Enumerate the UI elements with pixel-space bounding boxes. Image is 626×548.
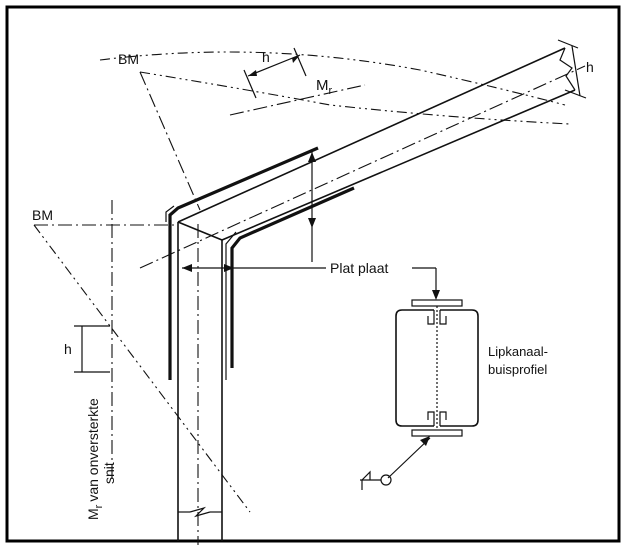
plat-plaat-callout: Plat plaat [182, 260, 440, 300]
bm-diagram-top: BM [99, 51, 571, 211]
plat-plaat-arrow-inner [224, 264, 234, 272]
h-top-label: h [262, 49, 270, 65]
h-top-arrow-left [248, 70, 257, 76]
mr-top-label: Mr [316, 77, 333, 97]
right-channel-lip-bottom [439, 411, 447, 426]
h-dimension-top: h Mr [243, 47, 333, 99]
right-channel-outer [440, 309, 479, 427]
outer-plate-lip [165, 205, 175, 222]
fillet-weld-icon [361, 470, 371, 481]
plate-height-arrow-down [308, 218, 316, 228]
rafter-bottom-edge [221, 89, 576, 241]
frame-border [5, 5, 621, 543]
left-channel-lip-bottom [427, 411, 435, 426]
plat-plaat-arrow-left [182, 264, 192, 272]
mr-top-reference [229, 84, 366, 116]
h-right-ext-bottom [564, 89, 587, 99]
bm-left-label: BM [32, 207, 53, 223]
lipkanaal-label-line1: Lipkanaal- [488, 344, 548, 359]
h-top-dim-line [247, 54, 301, 77]
reinforcement-plates [165, 146, 355, 380]
bm-top-left-line [139, 71, 201, 211]
left-channel-lip-top [427, 310, 435, 325]
h-dimension-left: h [64, 325, 110, 373]
outer-plate [168, 146, 319, 380]
knee-diagonal [177, 221, 223, 241]
mr-left-label-group: Mrvan onversterkte snit [85, 398, 117, 520]
plate-height-arrow [308, 152, 316, 262]
plat-plaat-label: Plat plaat [330, 260, 388, 276]
bottom-plate [411, 429, 463, 437]
bm-top-envelope [99, 51, 566, 106]
weld-arrow [420, 436, 430, 446]
h-top-arrow-right [292, 55, 300, 63]
h-right-label: h [586, 59, 594, 75]
bm-left-diagonal [33, 224, 251, 513]
weld-all-around-icon [380, 474, 392, 486]
bm-diagram-left: BM [32, 200, 251, 513]
weld-leader [387, 437, 431, 479]
column-break-mark [189, 506, 211, 518]
plate-height-arrow-up [308, 152, 316, 162]
cross-section: Lipkanaal- buisprofiel [395, 299, 548, 437]
left-channel-outer [395, 309, 434, 427]
h-top-ext-right [293, 47, 307, 77]
h-right-dim-line [571, 45, 581, 97]
h-right-ext-top [557, 39, 579, 49]
weld-symbol [360, 436, 431, 490]
rafter [139, 47, 586, 269]
h-left-label: h [64, 341, 72, 357]
rafter-break-mark [559, 47, 576, 91]
right-channel-lip-top [439, 310, 447, 325]
lipkanaal-label-line2: buisprofiel [488, 362, 547, 377]
rafter-centerline [139, 65, 586, 269]
h-dimension-right: h [557, 39, 594, 99]
inner-plate [230, 186, 355, 368]
mr-left-label-line2: snit [101, 462, 117, 484]
mr-left-label-line1: Mrvan onversterkte [85, 398, 105, 520]
plat-plaat-arrow-down [432, 290, 440, 300]
top-plate [411, 299, 463, 307]
bm-top-label: BM [118, 51, 139, 67]
h-top-ext-left [243, 69, 257, 99]
inner-plate-lip [225, 231, 237, 380]
column [177, 222, 223, 545]
bm-top-curve [139, 71, 571, 125]
rafter-top-edge [177, 47, 566, 223]
